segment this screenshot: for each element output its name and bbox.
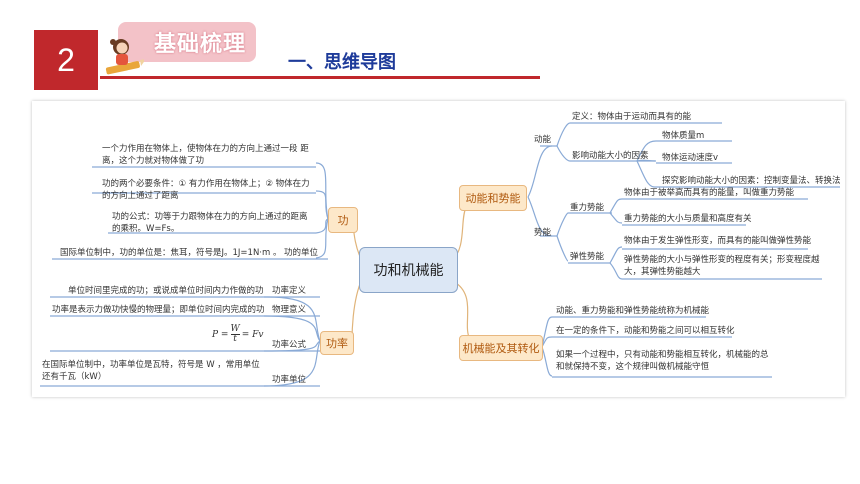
section-number-box: 2 xyxy=(34,30,98,90)
gravity-potential-label: 重力势能 xyxy=(570,203,605,213)
kinetic-energy-label: 动能 xyxy=(534,135,552,145)
work-formula: 功的公式：功等于力跟物体在力的方向上通过的距离的乘积。W=Fs。 xyxy=(112,212,308,234)
kinetic-definition: 定义：物体由于运动而具有的能 xyxy=(572,112,692,122)
girl-on-pencil-icon xyxy=(105,39,144,75)
badge-text: 基础梳理 xyxy=(153,31,246,57)
work-conditions: 功的两个必要条件：① 有力作用在物体上；② 物体在力的方向上通过了距离 xyxy=(102,179,310,201)
kinetic-factor-speed: 物体运动速度v xyxy=(662,153,719,163)
gravity-potential-factors: 重力势能的大小与质量和高度有关 xyxy=(624,214,752,224)
mind-map: 功和机械能 功 一个力作用在物体上，使物体在力的方向上通过一段 距离，这个力就对… xyxy=(32,101,845,397)
work-node: 功 xyxy=(328,207,358,233)
work-definition: 一个力作用在物体上，使物体在力的方向上通过一段 距离，这个力就对物体做了功 xyxy=(102,144,309,166)
power-definition: 单位时间里完成的功；或说成单位时间内力作做的功 xyxy=(68,286,264,296)
mechanical-definition: 动能、重力势能和弹性势能统称为机械能 xyxy=(556,306,710,316)
center-topic: 功和机械能 xyxy=(359,247,458,293)
kinetic-factor-mass: 物体质量m xyxy=(662,131,705,141)
power-formula-tag: 功率公式 xyxy=(272,340,307,350)
gravity-potential-definition: 物体由于被举高而具有的能量，叫做重力势能 xyxy=(624,188,795,198)
work-unit-tag: 功的单位 xyxy=(284,248,319,258)
mechanical-conservation: 如果一个过程中，只有动能和势能相互转化，机械能的总和就保持不变，这个规律叫做机械… xyxy=(556,350,769,372)
section-number: 2 xyxy=(57,41,75,78)
section-title: 一、思维导图 xyxy=(288,52,396,73)
power-unit: 在国际单位制中，功率单位是瓦特，符号是 W ，常用单位还有千瓦（kW） xyxy=(42,360,260,382)
elastic-potential-label: 弹性势能 xyxy=(570,252,605,262)
header-underline xyxy=(100,76,540,79)
kinetic-factors-label: 影响动能大小的因素 xyxy=(572,151,649,161)
power-meaning-tag: 物理意义 xyxy=(272,305,307,315)
elastic-potential-definition: 物体由于发生弹性形变，而具有的能叫做弹性势能 xyxy=(624,236,812,246)
elastic-potential-factors: 弹性势能的大小与弹性形变的程度有关；形变程度越大，其弹性势能越大 xyxy=(624,255,820,277)
energy-node: 动能和势能 xyxy=(459,185,527,211)
section-badge: 基础梳理 xyxy=(118,22,256,62)
potential-energy-label: 势能 xyxy=(534,228,552,238)
mechanical-energy-node: 机械能及其转化 xyxy=(459,335,543,361)
power-definition-tag: 功率定义 xyxy=(272,286,307,296)
power-unit-tag: 功率单位 xyxy=(272,375,307,385)
work-unit-text: 国际单位制中，功的单位是：焦耳，符号是J。1J=1N·m 。 xyxy=(60,248,282,258)
mechanical-conversion: 在一定的条件下，动能和势能之间可以相互转化 xyxy=(556,326,735,336)
kinetic-method: 探究影响动能大小的因素：控制变量法、转换法 xyxy=(662,176,841,186)
power-node: 功率 xyxy=(320,331,354,355)
power-meaning: 功率是表示力做功快慢的物理量；即单位时间内完成的功 xyxy=(52,305,265,315)
